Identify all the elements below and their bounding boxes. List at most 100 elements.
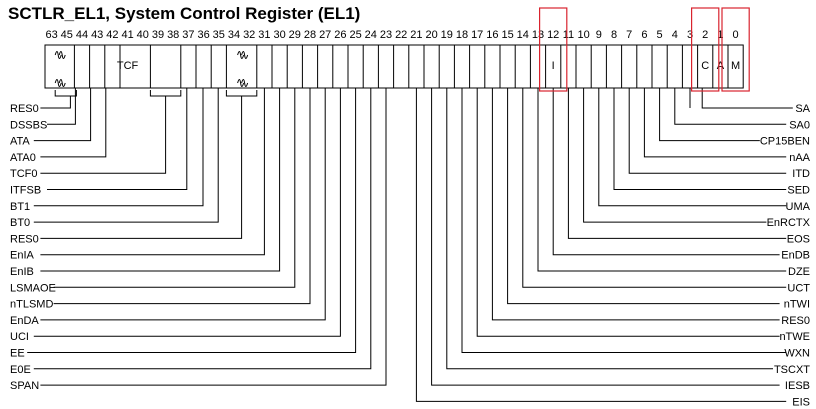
- left-field-label: SPAN: [10, 380, 39, 392]
- bit-number: 43: [91, 29, 103, 41]
- left-field-label: BT0: [10, 217, 30, 229]
- leader-line: [522, 88, 787, 288]
- register-field-name: I: [552, 60, 555, 72]
- break-gap: [54, 48, 65, 56]
- bit-number: 2: [702, 29, 708, 41]
- bit-number: 31: [258, 29, 270, 41]
- leader-line: [40, 96, 71, 109]
- right-field-label: UCT: [787, 282, 810, 294]
- bit-number: 3: [687, 29, 693, 41]
- left-field-label: EE: [10, 348, 25, 360]
- left-field-label: EnDA: [10, 315, 39, 327]
- highlight-box: [690, 7, 720, 92]
- leader-line: [40, 96, 243, 239]
- bit-number: 8: [611, 29, 617, 41]
- break-mark: [58, 79, 66, 87]
- left-field-labels: RES0DSSBSATAATA0TCF0ITFSBBT1BT0RES0EnIAE…: [10, 103, 56, 392]
- leader-line: [47, 88, 76, 125]
- bit-number: 16: [486, 29, 498, 41]
- leader-line: [40, 88, 107, 158]
- left-field-label: UCI: [10, 331, 29, 343]
- right-field-label: ITD: [792, 168, 810, 180]
- leader-line: [40, 88, 326, 321]
- right-field-label: EnDB: [781, 250, 810, 262]
- leader-line: [40, 96, 167, 174]
- bit-number: 38: [167, 29, 179, 41]
- field-bracket: [225, 90, 258, 97]
- leader-line: [507, 88, 780, 305]
- leader-line: [583, 88, 767, 223]
- leader-line: [40, 88, 281, 272]
- leader-line: [491, 88, 780, 321]
- right-field-label: SA0: [789, 119, 810, 131]
- bit-number: 6: [641, 29, 647, 41]
- bit-number: 44: [76, 29, 88, 41]
- left-field-label: E0E: [10, 364, 31, 376]
- left-field-label: ATA0: [10, 152, 36, 164]
- bit-number: 13: [532, 29, 544, 41]
- leader-line: [598, 88, 787, 207]
- bit-number: 32: [243, 29, 255, 41]
- highlight-box: [721, 7, 750, 92]
- leader-line: [701, 88, 793, 109]
- register-field-name: C: [701, 60, 709, 72]
- left-field-label: EnIB: [10, 266, 34, 278]
- bit-number: 26: [334, 29, 346, 41]
- highlight-box: [538, 7, 568, 92]
- bit-number: 22: [395, 29, 407, 41]
- break-mark: [58, 51, 66, 59]
- break-mark: [241, 79, 249, 87]
- right-field-label: CP15BEN: [760, 136, 810, 148]
- right-field-labels: SASA0CP15BENnAAITDSEDUMAEnRCTXEOSEnDBDZE…: [760, 103, 811, 408]
- right-field-label: EOS: [787, 233, 810, 245]
- leader-line: [537, 88, 787, 272]
- break-mark: [237, 79, 245, 87]
- left-field-label: RES0: [10, 233, 39, 245]
- leader-line: [461, 88, 787, 353]
- bit-number: 37: [182, 29, 194, 41]
- leader-line: [33, 88, 341, 337]
- break-gap: [236, 76, 247, 84]
- bit-number: 7: [626, 29, 632, 41]
- left-field-label: DSSBS: [10, 119, 47, 131]
- leader-line: [628, 88, 787, 174]
- left-field-label: EnIA: [10, 250, 35, 262]
- bit-number: 29: [289, 29, 301, 41]
- bit-number: 11: [563, 29, 574, 41]
- bit-number: 63: [45, 29, 57, 41]
- bit-number: 12: [547, 29, 559, 41]
- break-gap: [236, 48, 247, 56]
- break-gap: [54, 76, 65, 84]
- register-field-name: TCF: [117, 60, 139, 72]
- bit-number: 41: [121, 29, 133, 41]
- bit-number: 34: [228, 29, 240, 41]
- leader-line: [40, 88, 265, 256]
- right-field-label: TSCXT: [774, 364, 810, 376]
- leader-line: [33, 88, 219, 223]
- field-bracket: [54, 90, 77, 97]
- bit-number: 36: [197, 29, 209, 41]
- bit-number: 42: [106, 29, 118, 41]
- break-mark: [237, 51, 245, 59]
- bit-number: 14: [517, 29, 529, 41]
- right-field-label: SA: [795, 103, 810, 115]
- leader-line: [53, 88, 296, 288]
- bit-number: 9: [596, 29, 602, 41]
- register-box: [44, 44, 744, 89]
- bit-number: 0: [733, 29, 739, 41]
- bit-number: 15: [501, 29, 513, 41]
- bit-number: 28: [304, 29, 316, 41]
- left-field-label: ATA: [10, 136, 30, 148]
- left-field-label: RES0: [10, 103, 39, 115]
- break-mark: [54, 51, 62, 59]
- bit-number: 20: [425, 29, 437, 41]
- right-field-label: DZE: [788, 266, 810, 278]
- left-field-label: BT1: [10, 201, 30, 213]
- page-title: SCTLR_EL1, System Control Register (EL1): [8, 4, 361, 23]
- right-field-label: IESB: [785, 380, 810, 392]
- bit-number: 19: [441, 29, 453, 41]
- register-field-name: A: [717, 60, 725, 72]
- right-field-label: WXN: [784, 348, 810, 360]
